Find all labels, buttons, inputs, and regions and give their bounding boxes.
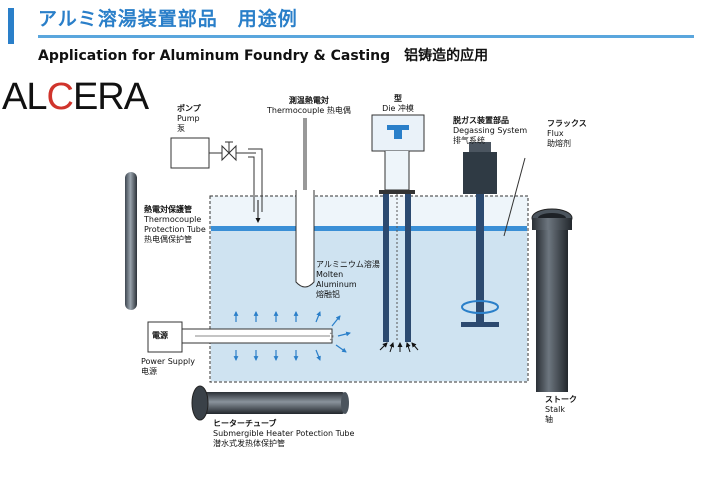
title-accent-bar: [8, 8, 14, 44]
page-subtitle: Application for Aluminum Foundry & Casti…: [38, 48, 489, 64]
page-title: アルミ溶湯装置部品 用途例: [38, 8, 298, 30]
logo-text-c: C: [46, 76, 73, 118]
stalk: [531, 208, 573, 392]
submergible-heater-tube: [191, 385, 349, 421]
thermocouple: [295, 118, 315, 288]
flux-leader: [503, 157, 526, 237]
power-supply: [147, 321, 334, 353]
molten-aluminum-tank: [209, 195, 529, 383]
title-underline: [38, 35, 694, 38]
degassing-system: [461, 142, 499, 327]
pump: [170, 137, 263, 223]
logo-text-era: ERA: [72, 76, 149, 118]
power-box-label: 電源: [152, 331, 168, 340]
logo-text-al: AL: [2, 76, 47, 118]
alcera-logo: ALCERA: [2, 76, 149, 119]
die-inflow-arrows: [379, 342, 419, 353]
casting-die: [371, 114, 425, 342]
heat-arrows: [233, 311, 351, 361]
thermocouple-protection-tube: [125, 172, 137, 310]
